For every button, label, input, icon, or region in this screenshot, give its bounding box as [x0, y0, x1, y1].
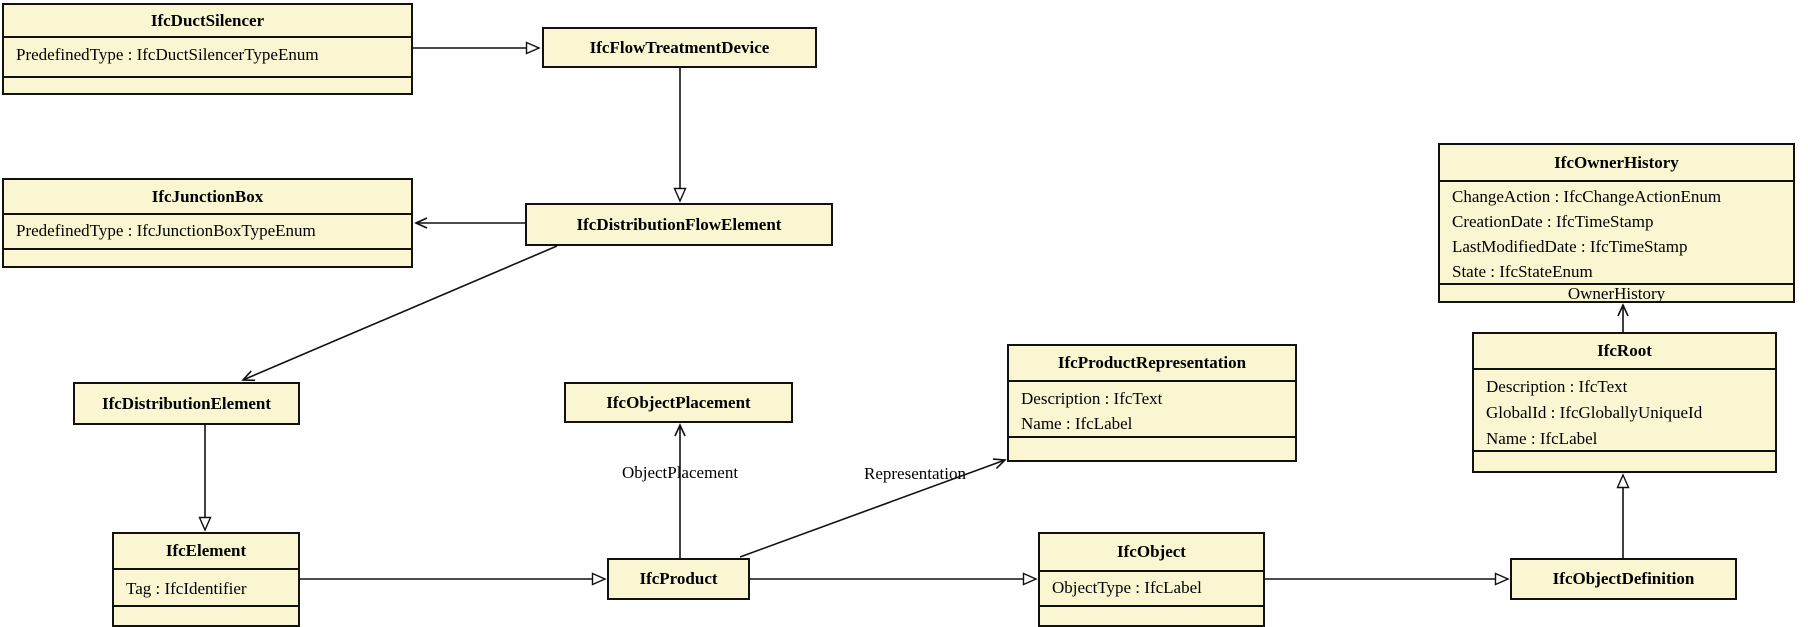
class-title: IfcProductRepresentation — [1057, 353, 1247, 372]
class-ifc-distribution-flow-element: IfcDistributionFlowElement — [525, 203, 833, 246]
class-attributes: PredefinedType : IfcDuctSilencerTypeEnum — [4, 36, 411, 78]
class-title: IfcElement — [165, 541, 247, 560]
class-attribute: CreationDate : IfcTimeStamp — [1452, 212, 1654, 231]
class-attributes: Description : IfcText Name : IfcLabel — [1009, 380, 1295, 438]
edge-label-representation: Representation — [864, 464, 966, 483]
class-title: IfcProduct — [639, 569, 718, 588]
class-title: IfcDistributionElement — [101, 393, 272, 413]
class-attribute: ObjectType : IfcLabel — [1052, 578, 1202, 597]
class-attributes: ChangeAction : IfcChangeActionEnum Creat… — [1440, 180, 1793, 285]
class-ifc-product: IfcProduct — [607, 558, 750, 600]
class-operations — [4, 248, 411, 266]
class-ifc-object-placement: IfcObjectPlacement — [564, 382, 793, 423]
class-title: IfcRoot — [1597, 341, 1652, 360]
class-operations — [1474, 450, 1775, 471]
class-attribute: State : IfcStateEnum — [1452, 262, 1593, 281]
class-operations-ownerhistory-label: OwnerHistory — [1440, 283, 1793, 302]
class-attribute: PredefinedType : IfcJunctionBoxTypeEnum — [16, 221, 316, 240]
class-operations — [4, 76, 411, 93]
class-operations — [1009, 436, 1295, 460]
class-attribute: LastModifiedDate : IfcTimeStamp — [1452, 237, 1688, 256]
class-operations — [1040, 605, 1263, 625]
class-attribute: PredefinedType : IfcDuctSilencerTypeEnum — [16, 45, 319, 64]
class-ifc-object: IfcObject ObjectType : IfcLabel — [1038, 532, 1265, 627]
class-ifc-owner-history: IfcOwnerHistory ChangeAction : IfcChange… — [1438, 143, 1795, 303]
class-attribute: Description : IfcText — [1486, 377, 1628, 396]
class-attributes: PredefinedType : IfcJunctionBoxTypeEnum — [4, 213, 411, 250]
class-ifc-object-definition: IfcObjectDefinition — [1510, 558, 1737, 600]
class-attribute: Name : IfcLabel — [1021, 414, 1133, 433]
class-attribute: ChangeAction : IfcChangeActionEnum — [1452, 187, 1722, 206]
class-attributes: Tag : IfcIdentifier — [114, 568, 298, 607]
class-title: IfcObjectDefinition — [1552, 569, 1695, 588]
class-attributes: ObjectType : IfcLabel — [1040, 570, 1263, 607]
class-title: IfcDistributionFlowElement — [576, 214, 782, 234]
class-attribute: Description : IfcText — [1021, 389, 1163, 408]
class-ifc-duct-silencer: IfcDuctSilencer PredefinedType : IfcDuct… — [2, 3, 413, 95]
class-title: IfcOwnerHistory — [1554, 152, 1679, 172]
class-ifc-root: IfcRoot Description : IfcText GlobalId :… — [1472, 332, 1777, 473]
class-operations — [114, 605, 298, 625]
class-title: IfcObject — [1117, 542, 1186, 561]
class-ifc-product-representation: IfcProductRepresentation Description : I… — [1007, 344, 1297, 462]
class-ifc-element: IfcElement Tag : IfcIdentifier — [112, 532, 300, 627]
class-title: IfcDuctSilencer — [150, 10, 265, 30]
class-title: IfcJunctionBox — [151, 186, 264, 206]
class-ifc-flow-treatment-device: IfcFlowTreatmentDevice — [542, 27, 817, 68]
class-title: IfcFlowTreatmentDevice — [589, 37, 770, 57]
class-attribute: Name : IfcLabel — [1486, 429, 1598, 448]
class-attribute: GlobalId : IfcGloballyUniqueId — [1486, 403, 1703, 422]
class-ifc-junction-box: IfcJunctionBox PredefinedType : IfcJunct… — [2, 178, 413, 268]
class-title: IfcObjectPlacement — [606, 392, 751, 412]
class-attribute: Tag : IfcIdentifier — [126, 579, 247, 598]
class-ifc-distribution-element: IfcDistributionElement — [73, 382, 300, 425]
edge-label-objectplacement: ObjectPlacement — [621, 463, 739, 482]
class-attributes: Description : IfcText GlobalId : IfcGlob… — [1474, 368, 1775, 452]
